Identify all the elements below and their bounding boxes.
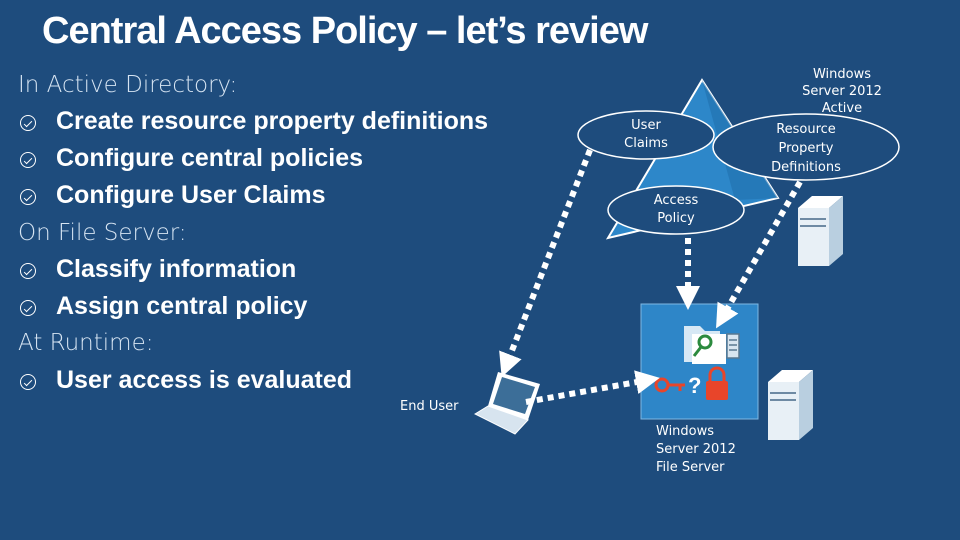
resource-properties-ellipse — [712, 113, 900, 181]
slide-title: Central Access Policy – let’s review — [42, 10, 648, 52]
bullet-item: Create resource property definitions — [20, 107, 488, 136]
bullet-item: Configure User Claims — [20, 181, 326, 210]
bullet-item: User access is evaluated — [20, 366, 352, 395]
user-claims-ellipse — [577, 110, 715, 160]
access-policy-ellipse — [607, 185, 745, 235]
bullet-text: Assign central policy — [56, 292, 308, 320]
laptop-icon — [473, 372, 540, 435]
server-icon — [768, 370, 813, 440]
check-circle-icon — [20, 115, 36, 131]
document-icon — [726, 333, 740, 359]
check-circle-icon — [20, 152, 36, 168]
user-claims-label: User Claims — [624, 118, 668, 151]
arrow-resource-to-server — [716, 180, 803, 329]
file-server-label: Windows Server 2012 File Server — [656, 424, 736, 475]
magnifier-icon — [692, 334, 713, 357]
end-user-label: End User — [400, 399, 459, 414]
check-circle-icon — [20, 300, 36, 316]
arrow-user-to-server — [525, 370, 660, 405]
bullet-item: Classify information — [20, 255, 296, 284]
folder-icon — [684, 326, 726, 364]
section-runtime: At Runtime: — [18, 330, 154, 356]
ad-server-label: Windows Server 2012 Active — [802, 67, 882, 116]
server-icon — [798, 196, 843, 266]
bullet-text: User access is evaluated — [56, 366, 353, 394]
question-mark-icon: ? — [688, 373, 701, 398]
check-circle-icon — [20, 189, 36, 205]
bullet-item: Configure central policies — [20, 144, 363, 173]
lock-icon — [706, 366, 728, 400]
check-circle-icon — [20, 374, 36, 390]
bullet-text: Create resource property definitions — [56, 107, 489, 135]
section-active-directory: In Active Directory: — [18, 72, 238, 98]
bullet-text: Classify information — [56, 255, 297, 283]
check-circle-icon — [20, 263, 36, 279]
arrow-claims-to-user — [499, 148, 593, 378]
bullet-item: Assign central policy — [20, 292, 307, 321]
section-file-server: On File Server: — [18, 220, 187, 246]
bullet-text: Configure central policies — [56, 144, 364, 172]
resource-properties-label: Resource Property Definitions — [771, 122, 841, 175]
access-policy-label: Access Policy — [653, 193, 699, 226]
bullet-text: Configure User Claims — [56, 181, 326, 209]
